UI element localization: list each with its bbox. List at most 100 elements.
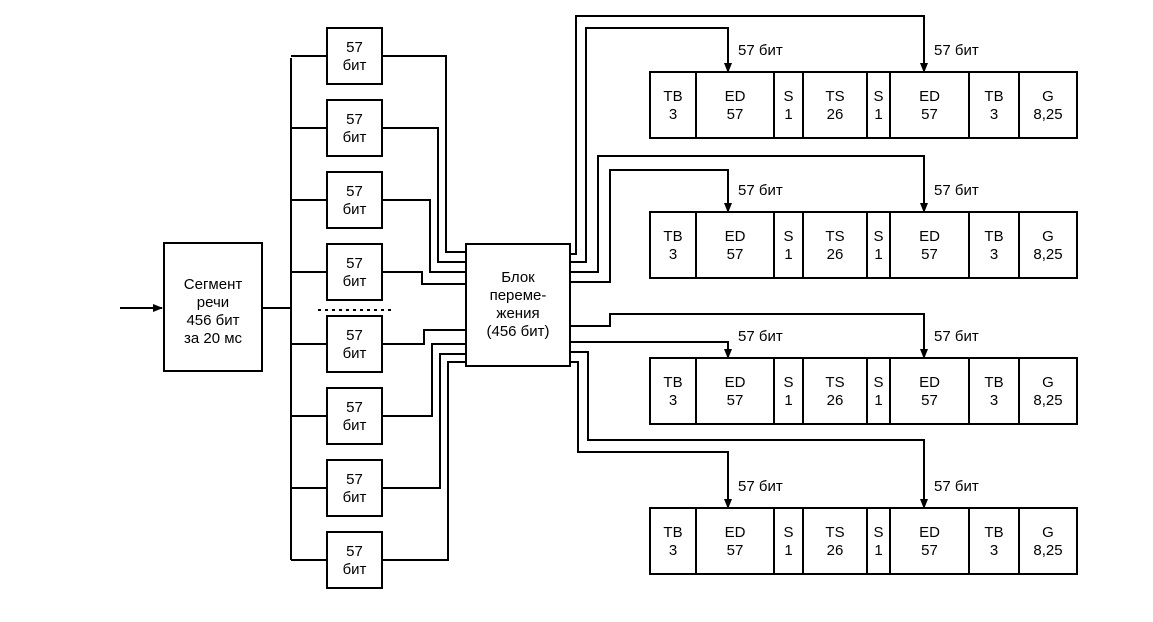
frame-field-name: TB	[663, 524, 682, 541]
frame-field-value: 3	[669, 246, 677, 263]
arrow-label-57-bit: 57 бит	[738, 478, 783, 495]
sub-block-unit: бит	[343, 345, 367, 362]
sub-block-unit: бит	[343, 417, 367, 434]
sub-block-value: 57	[346, 327, 363, 344]
sub-block-box	[326, 27, 383, 85]
frame-field-name: TB	[984, 524, 1003, 541]
sub-block-unit: бит	[343, 489, 367, 506]
frame-box	[649, 357, 1078, 425]
frame-box	[649, 507, 1078, 575]
frame-field-name: S	[783, 524, 793, 541]
frame-field-value: 57	[921, 392, 938, 409]
frame-field-value: 3	[669, 106, 677, 123]
arrow-label-57-bit: 57 бит	[738, 42, 783, 59]
output-wire	[570, 313, 928, 359]
output-wire	[570, 169, 732, 283]
frame-field-name: TB	[984, 374, 1003, 391]
input-wire	[382, 353, 466, 489]
frame-field-name: ED	[725, 524, 746, 541]
speech-segment-label: за 20 мс	[184, 330, 243, 347]
sub-block-box	[326, 243, 383, 301]
input-wire	[382, 127, 466, 263]
frame-box	[649, 211, 1078, 279]
frame-field-value: 3	[990, 392, 998, 409]
frame-field-name: TS	[825, 524, 844, 541]
frame-field-value: 3	[669, 392, 677, 409]
frame-field-value: 1	[784, 246, 792, 263]
output-wire	[570, 361, 732, 509]
sub-block-value: 57	[346, 39, 363, 56]
sub-block-unit: бит	[343, 201, 367, 218]
frame-field-value: 57	[727, 246, 744, 263]
frame-field-name: TS	[825, 228, 844, 245]
arrow-label-57-bit: 57 бит	[934, 42, 979, 59]
frame-field-name: S	[873, 88, 883, 105]
frame-field-value: 3	[990, 246, 998, 263]
frame-field-name: S	[783, 228, 793, 245]
frame-field-value: 3	[669, 542, 677, 559]
frame-field-name: G	[1042, 524, 1054, 541]
frame-field-value: 57	[921, 542, 938, 559]
frame-field-value: 57	[921, 246, 938, 263]
frame-field-name: G	[1042, 374, 1054, 391]
frame-field-name: S	[873, 374, 883, 391]
frame-box	[649, 71, 1078, 139]
frame-field-value: 8,25	[1033, 542, 1062, 559]
output-wire	[570, 27, 732, 263]
frame-field-value: 1	[874, 246, 882, 263]
output-wire	[570, 155, 928, 273]
sub-block-box	[326, 171, 383, 229]
frame-field-value: 26	[827, 106, 844, 123]
frame-field-name: TB	[663, 228, 682, 245]
frame-field-value: 26	[827, 246, 844, 263]
output-wire	[570, 341, 732, 359]
frame-field-value: 1	[784, 106, 792, 123]
sub-block-value: 57	[346, 399, 363, 416]
sub-block-box	[326, 315, 383, 373]
frame-field-name: TB	[663, 88, 682, 105]
sub-block-box	[326, 459, 383, 517]
frame-field-name: TB	[984, 228, 1003, 245]
output-wire	[570, 15, 928, 255]
speech-segment-label: речи	[197, 294, 229, 311]
frame-field-value: 57	[727, 542, 744, 559]
frame-field-name: S	[783, 88, 793, 105]
sub-block-unit: бит	[343, 273, 367, 290]
frame-field-name: ED	[725, 228, 746, 245]
frame-field-value: 57	[727, 106, 744, 123]
interleaver-label: Блок	[501, 269, 535, 286]
frame-field-value: 3	[990, 542, 998, 559]
input-wire	[382, 343, 466, 417]
input-wire	[382, 271, 466, 285]
sub-block-unit: бит	[343, 57, 367, 74]
frame-field-name: TS	[825, 88, 844, 105]
frame-field-value: 57	[921, 106, 938, 123]
frame-field-name: G	[1042, 228, 1054, 245]
sub-block-box	[326, 99, 383, 157]
frame-field-value: 8,25	[1033, 106, 1062, 123]
interleaver-box	[465, 243, 571, 367]
frame-field-name: S	[783, 374, 793, 391]
sub-block-unit: бит	[343, 561, 367, 578]
frame-field-value: 1	[874, 542, 882, 559]
sub-block-value: 57	[346, 111, 363, 128]
sub-block-unit: бит	[343, 129, 367, 146]
sub-block-box	[326, 531, 383, 589]
arrow-label-57-bit: 57 бит	[738, 328, 783, 345]
interleaver-label: жения	[496, 305, 539, 322]
sub-block-value: 57	[346, 183, 363, 200]
sub-block-value: 57	[346, 471, 363, 488]
sub-block-value: 57	[346, 255, 363, 272]
frame-field-name: TB	[984, 88, 1003, 105]
output-wire	[570, 351, 928, 509]
frame-field-name: S	[873, 228, 883, 245]
frame-field-name: ED	[725, 374, 746, 391]
frame-field-value: 1	[874, 392, 882, 409]
speech-segment-label: Сегмент	[184, 276, 243, 293]
frame-field-value: 1	[784, 392, 792, 409]
frame-field-name: ED	[919, 374, 940, 391]
input-wire	[382, 199, 466, 273]
frame-field-value: 3	[990, 106, 998, 123]
